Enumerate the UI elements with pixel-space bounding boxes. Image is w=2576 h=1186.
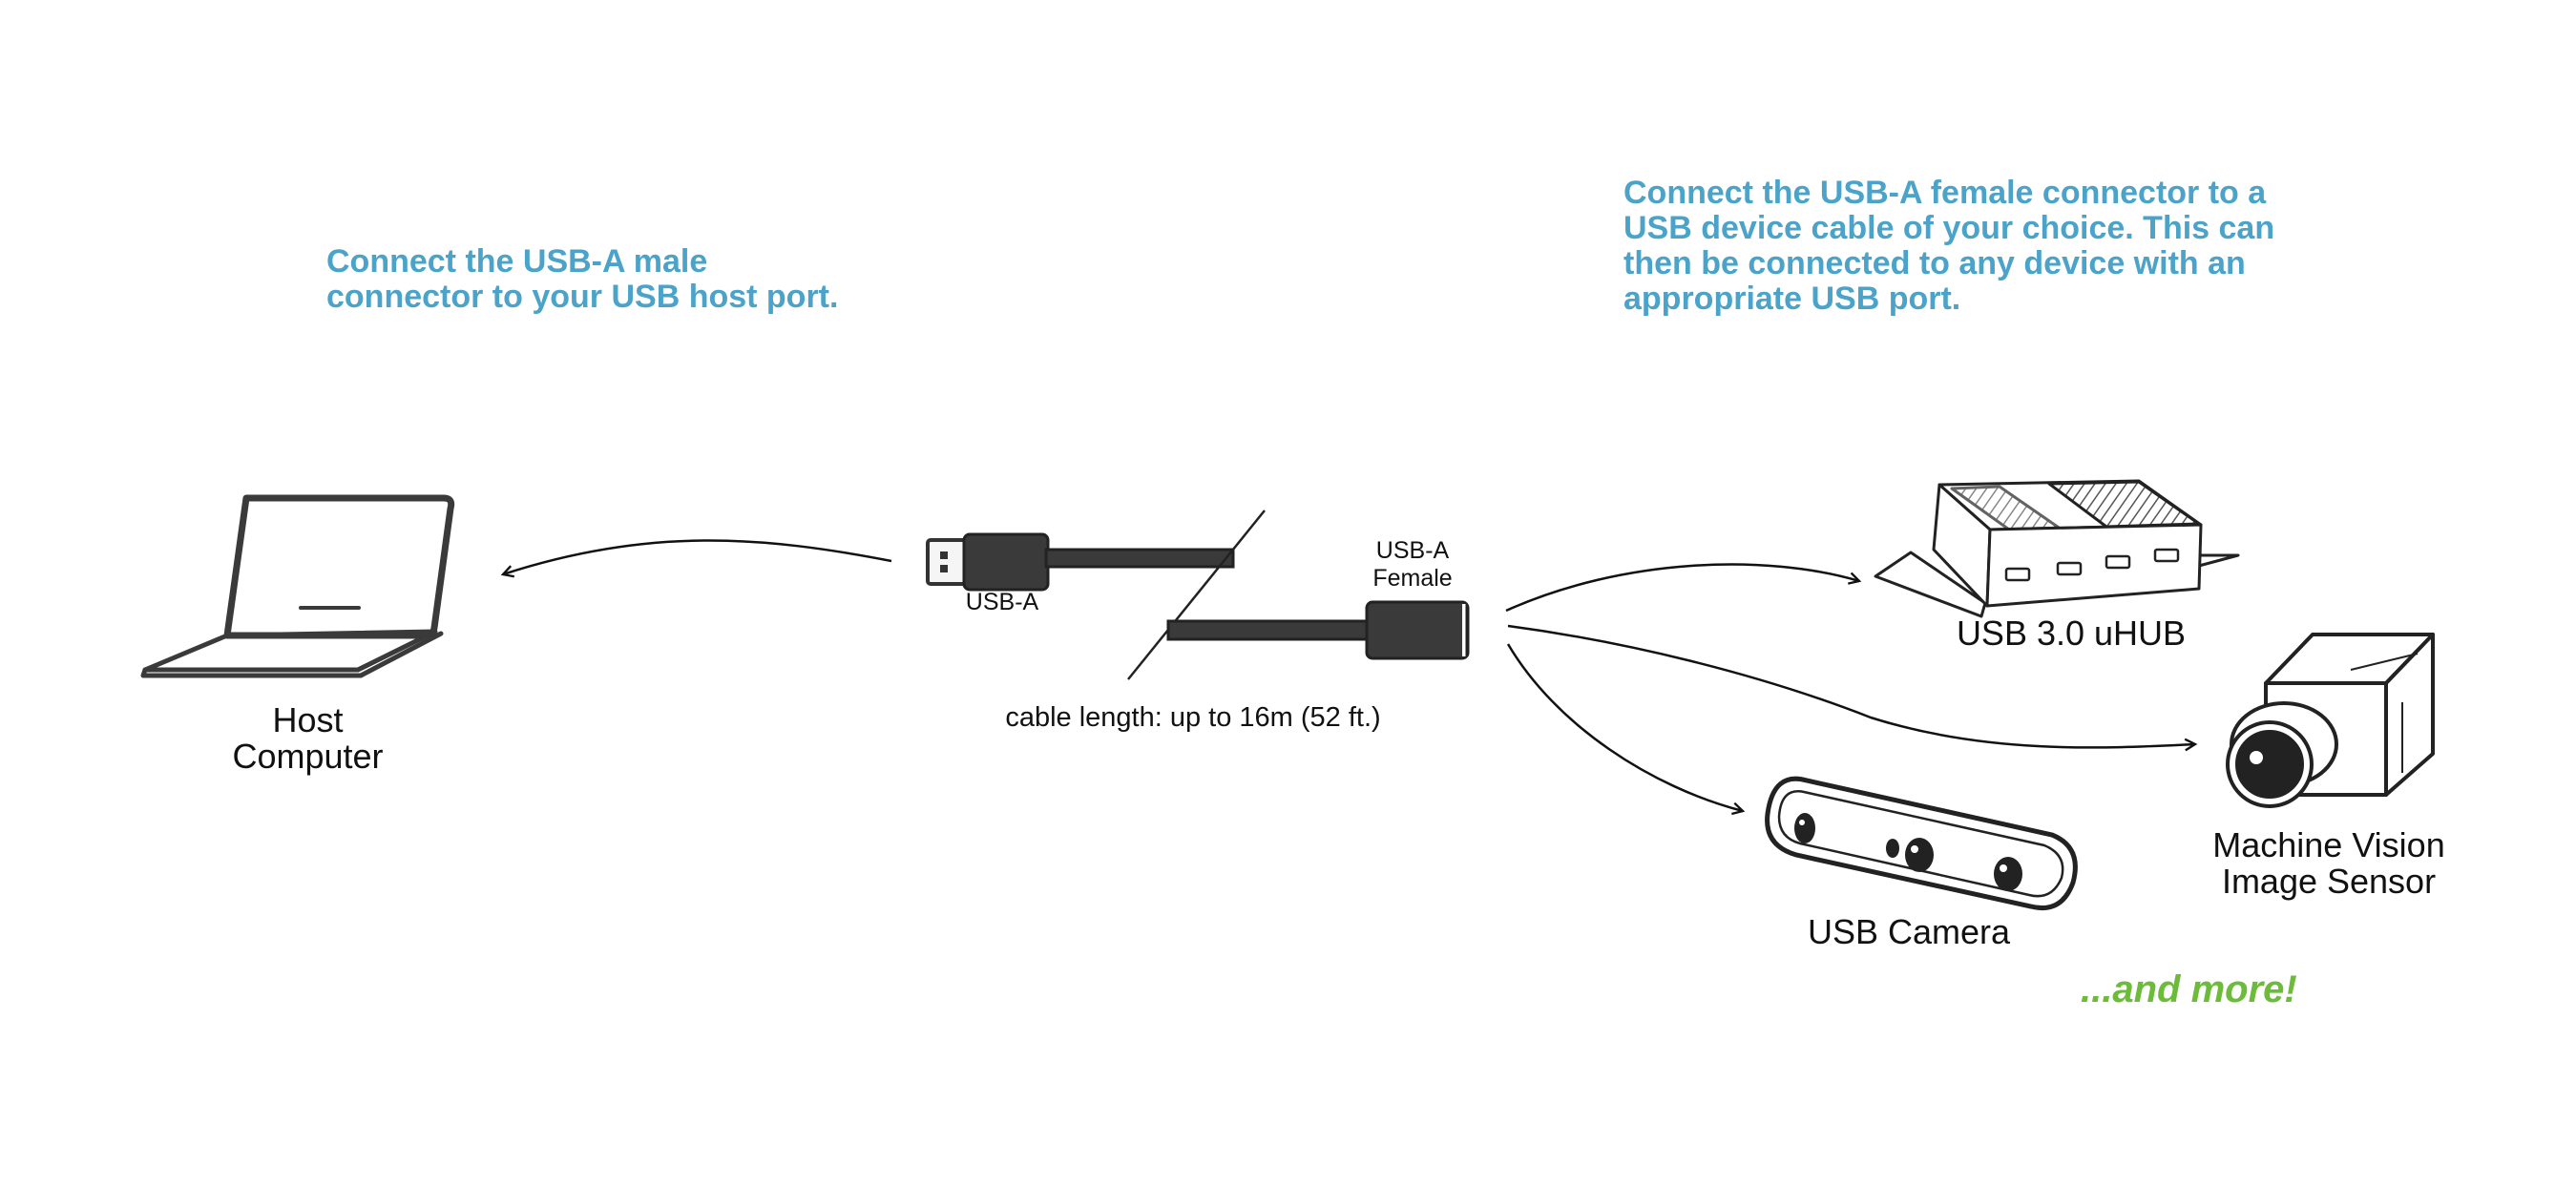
arrow-to-hub bbox=[1505, 563, 1859, 613]
usb-a-male-connector-icon bbox=[926, 532, 1235, 592]
device-instruction-note: Connect the USB-A female connector to a … bbox=[1623, 175, 2275, 317]
host-instruction-note: Connect the USB-A male connector to your… bbox=[326, 243, 839, 315]
usb-a-female-label: USB-A Female bbox=[1372, 537, 1453, 592]
usb-camera-label: USB Camera bbox=[1807, 912, 2011, 951]
and-more-label: ...and more! bbox=[2081, 968, 2297, 1010]
cable-break-line bbox=[1127, 510, 1266, 680]
usb-a-male-label: USB-A bbox=[965, 589, 1039, 615]
arrow-to-sensor bbox=[1507, 624, 2195, 747]
host-computer-label: Host Computer bbox=[232, 700, 384, 776]
usb-a-female-connector-icon bbox=[1166, 600, 1470, 660]
usb-camera-icon bbox=[1765, 776, 2078, 910]
cable-length-label: cable length: up to 16m (52 ft.) bbox=[1005, 702, 1381, 733]
laptop-icon bbox=[140, 494, 455, 678]
image-sensor-icon bbox=[2226, 633, 2435, 808]
arrow-to-host bbox=[503, 539, 892, 574]
usb-hub-label: USB 3.0 uHUB bbox=[1956, 614, 2187, 653]
image-sensor-label: Machine Vision Image Sensor bbox=[2212, 825, 2445, 901]
arrow-to-camera bbox=[1506, 643, 1743, 811]
usb-hub-icon bbox=[1874, 479, 2240, 618]
